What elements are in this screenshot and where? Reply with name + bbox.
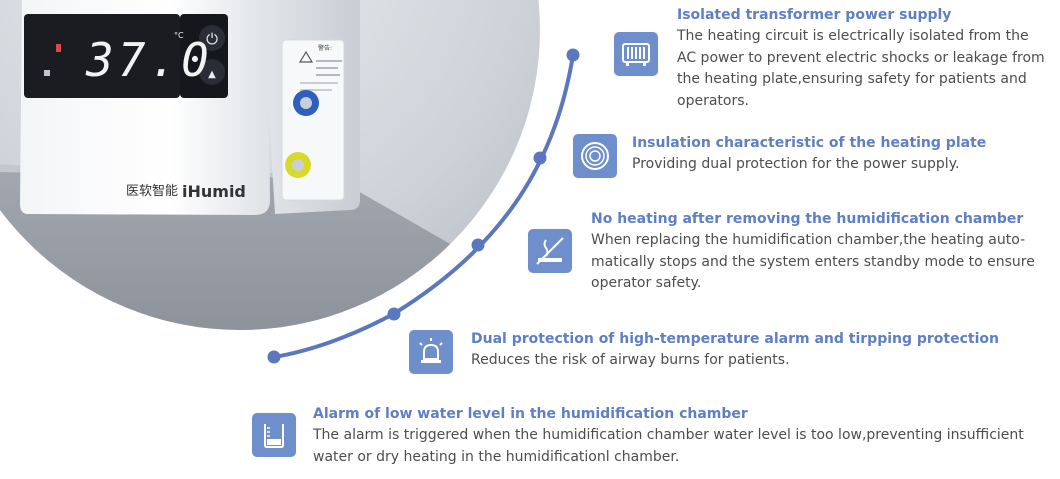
- transformer-icon: [622, 43, 650, 66]
- feature-title: Alarm of low water level in the humidifi…: [313, 406, 748, 422]
- feature-title: Isolated transformer power supply: [677, 7, 952, 23]
- no-heating-icon: [536, 237, 564, 265]
- warning-label: 警告:: [318, 44, 332, 52]
- feature-description: Reduces the risk of airway burns for pat…: [471, 352, 790, 368]
- feature-title: No heating after removing the humidifica…: [591, 211, 1024, 227]
- feature-title: Insulation characteristic of the heating…: [632, 135, 987, 151]
- warning-icon: [298, 50, 314, 63]
- feature-description: The heating circuit is electrically isol…: [677, 28, 1045, 109]
- water-level-icon: [264, 424, 284, 448]
- temperature-unit: °C: [174, 31, 184, 40]
- timeline-dot: [566, 48, 580, 62]
- feature-heating-plate-insulation: Insulation characteristic of the heating…: [573, 134, 1053, 184]
- temperature-readout: 37.0: [85, 33, 213, 87]
- feature-no-heating-removed-chamber: No heating after removing the humidifica…: [528, 210, 1054, 300]
- alarm-light-icon: [419, 338, 443, 363]
- brand-logo: iHumid: [182, 182, 246, 201]
- mode-icon: ▲: [208, 69, 216, 80]
- brand-cn: 医软智能: [126, 184, 178, 199]
- feature-description: Providing dual protection for the power …: [632, 156, 960, 172]
- display-screen: [24, 14, 180, 98]
- timeline-dot: [267, 350, 281, 364]
- timeline-dot: [471, 238, 485, 252]
- heating-plate-icon: [581, 142, 609, 170]
- timeline-dot: [387, 307, 401, 321]
- power-icon: ⏻: [206, 30, 218, 48]
- power-button[interactable]: [199, 25, 225, 51]
- product-photo: ⏻ ▲ 37.0 °C 警告: 医软智能 iHumid: [0, 0, 540, 330]
- feature-description: When replacing the humidification chambe…: [591, 232, 1035, 291]
- feature-title: Dual protection of high-temperature alar…: [471, 331, 999, 347]
- feature-low-water-alarm: Alarm of low water level in the humidifi…: [252, 405, 1054, 475]
- feature-isolated-transformer: Isolated transformer power supply The he…: [614, 6, 1054, 116]
- timeline-dot: [533, 151, 547, 165]
- feature-high-temperature-alarm: Dual protection of high-temperature alar…: [409, 330, 1054, 380]
- feature-description: The alarm is triggered when the humidifi…: [313, 427, 1024, 465]
- mode-button[interactable]: [199, 59, 225, 85]
- timeline-arc: [272, 53, 575, 359]
